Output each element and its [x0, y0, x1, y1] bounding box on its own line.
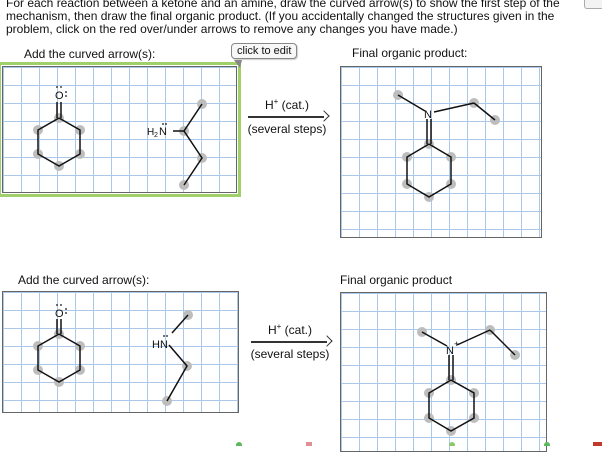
click-to-edit-tooltip[interactable]: click to edit — [231, 43, 298, 59]
curved-arrow-label-1: Add the curved arrow(s): — [24, 47, 156, 61]
right-arrow-icon — [242, 110, 332, 122]
toolbar-indicator-3 — [449, 442, 455, 446]
toolbar-indicator-1 — [236, 442, 242, 446]
product-drawing-2: N + — [417, 325, 520, 436]
reactants-drawing-2: O HN — [33, 304, 193, 406]
positive-charge-label: + — [454, 339, 459, 349]
ketone-oxygen-label-2: O — [55, 308, 64, 320]
reaction-arrow-1: H+ (cat.) (several steps) — [242, 97, 332, 137]
reset-arrows-button[interactable] — [593, 442, 602, 446]
expand-button[interactable] — [584, 0, 602, 9]
svg-text:H: H — [147, 127, 154, 138]
toolbar-indicator-2 — [306, 442, 312, 446]
svg-text:2: 2 — [154, 132, 158, 139]
curved-arrow-label-2: Add the curved arrow(s): — [18, 273, 150, 287]
product-label-2: Final organic product — [340, 273, 453, 287]
steps-label-1: (several steps) — [247, 122, 327, 136]
product-canvas-1[interactable]: N — [340, 66, 542, 238]
catalyst-label-2: H+ (cat.) — [267, 322, 312, 337]
product-drawing-1: N — [393, 90, 500, 202]
steps-label-2: (several steps) — [250, 347, 330, 361]
mechanism-canvas-2[interactable]: O HN — [2, 291, 239, 413]
right-arrow-icon — [245, 335, 335, 347]
nitrogen-label-1: N — [424, 109, 432, 121]
ketone-oxygen-label: O — [55, 90, 64, 102]
reaction-arrow-2: H+ (cat.) (several steps) — [245, 322, 335, 362]
amine-label-2: HN — [152, 339, 168, 351]
tooltip-tail — [234, 60, 242, 68]
catalyst-label-1: H+ (cat.) — [264, 97, 309, 112]
nitrogen-label-2: N — [446, 345, 454, 357]
svg-text:N: N — [159, 126, 167, 138]
instructions-text: For each reaction between a ketone and a… — [6, 0, 560, 36]
product-canvas-2[interactable]: N + — [340, 292, 547, 452]
product-label-1: Final organic product: — [352, 46, 468, 60]
toolbar-indicator-4 — [544, 442, 550, 446]
